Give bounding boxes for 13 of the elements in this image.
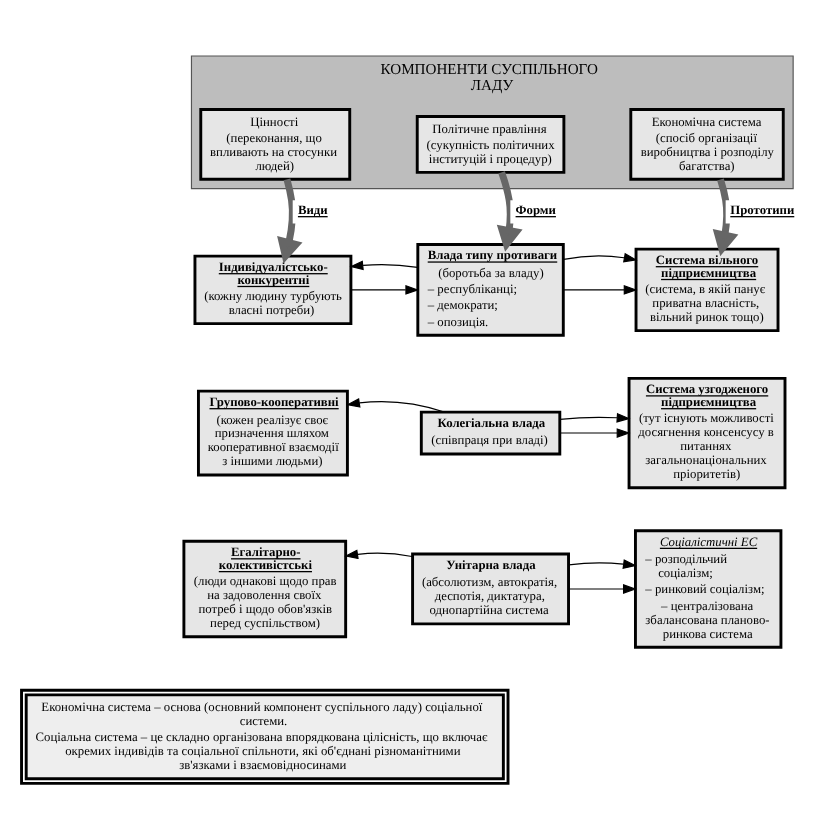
- arrow: [712, 178, 739, 257]
- arrow: [277, 178, 303, 264]
- arrow: [568, 584, 637, 594]
- arrow: [568, 559, 637, 569]
- arrow: [346, 398, 445, 413]
- arrow: [559, 428, 631, 438]
- arrow: [349, 260, 419, 271]
- arrow: [496, 171, 523, 252]
- arrow: [350, 285, 420, 295]
- arrow: [559, 412, 631, 423]
- arrow: [563, 252, 638, 263]
- arrow: [563, 285, 638, 295]
- arrow: [344, 549, 413, 560]
